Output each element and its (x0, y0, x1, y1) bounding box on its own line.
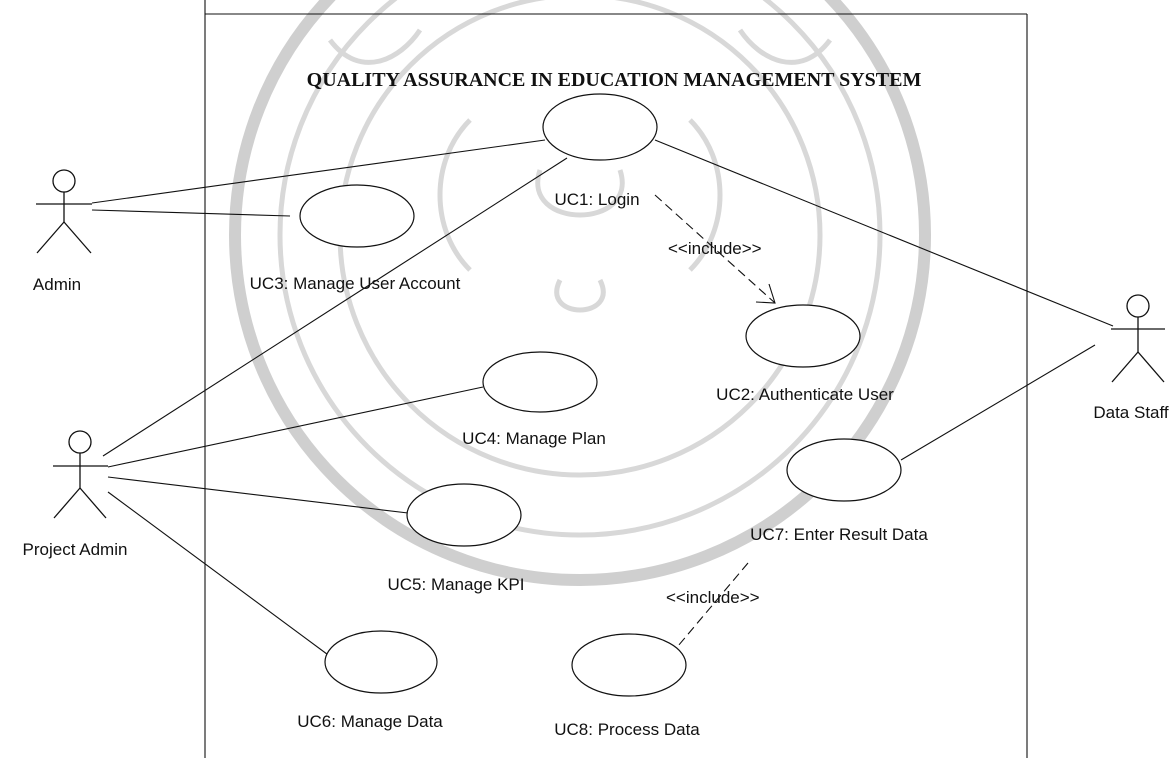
use-case-uc7[interactable]: UC7: Enter Result Data (750, 438, 928, 544)
assoc-admin-uc1 (91, 139, 546, 204)
assoc-projectadmin-uc6 (107, 491, 336, 661)
use-case-uc6[interactable]: UC6: Manage Data (297, 630, 443, 731)
assoc-admin-uc3 (91, 209, 291, 217)
use-case-ellipse[interactable] (786, 438, 902, 502)
stick-figure-icon (36, 169, 92, 254)
assoc-datastaff-uc1 (654, 139, 1114, 327)
use-case-uc4[interactable]: UC4: Manage Plan (462, 351, 606, 448)
use-case-label: UC5: Manage KPI (387, 575, 524, 594)
assoc-datastaff-uc7 (900, 344, 1096, 461)
stick-figure-icon (53, 430, 108, 519)
use-case-uc3[interactable]: UC3: Manage User Account (250, 184, 461, 293)
use-case-ellipse[interactable] (745, 304, 861, 368)
use-case-ellipse[interactable] (482, 351, 598, 413)
include-relations: <<include>> <<include>> (654, 194, 776, 666)
actor-label: Project Admin (23, 540, 128, 559)
use-case-uc8[interactable]: UC8: Process Data (554, 633, 700, 739)
use-case-ellipse[interactable] (324, 630, 438, 694)
include-arrow-uc1-uc2 (654, 194, 776, 304)
use-case-label: UC8: Process Data (554, 720, 700, 739)
use-case-label: UC3: Manage User Account (250, 274, 461, 293)
use-case-label: UC4: Manage Plan (462, 429, 606, 448)
actor-data-staff[interactable]: Data Staff (1093, 294, 1169, 422)
use-case-uc2[interactable]: UC2: Authenticate User (716, 304, 894, 404)
use-case-label: UC2: Authenticate User (716, 385, 894, 404)
use-case-label: UC7: Enter Result Data (750, 525, 928, 544)
use-case-uc5[interactable]: UC5: Manage KPI (387, 483, 525, 594)
use-case-label: UC1: Login (554, 190, 639, 209)
use-case-ellipse[interactable] (406, 483, 522, 547)
actor-label: Data Staff (1093, 403, 1169, 422)
system-title: QUALITY ASSURANCE IN EDUCATION MANAGEMEN… (307, 69, 922, 91)
assoc-projectadmin-uc1 (102, 157, 568, 457)
include-arrowhead-uc2 (755, 283, 776, 304)
include-label-uc1-uc2: <<include>> (668, 239, 762, 258)
use-case-label: UC6: Manage Data (297, 712, 443, 731)
include-label-uc7-uc8: <<include>> (666, 588, 760, 607)
assoc-projectadmin-uc5 (107, 476, 409, 514)
stick-figure-icon (1111, 294, 1165, 383)
actor-project-admin[interactable]: Project Admin (23, 430, 128, 559)
include-arrow-uc7-uc8 (661, 562, 749, 666)
use-case-ellipse[interactable] (542, 93, 658, 161)
association-lines (91, 139, 1114, 661)
actor-label: Admin (33, 275, 81, 294)
assoc-projectadmin-uc4 (107, 386, 484, 468)
use-case-uc1[interactable]: UC1: Login (542, 93, 658, 209)
use-case-ellipse[interactable] (299, 184, 415, 248)
actor-admin[interactable]: Admin (33, 169, 92, 294)
use-case-ellipse[interactable] (571, 633, 687, 697)
